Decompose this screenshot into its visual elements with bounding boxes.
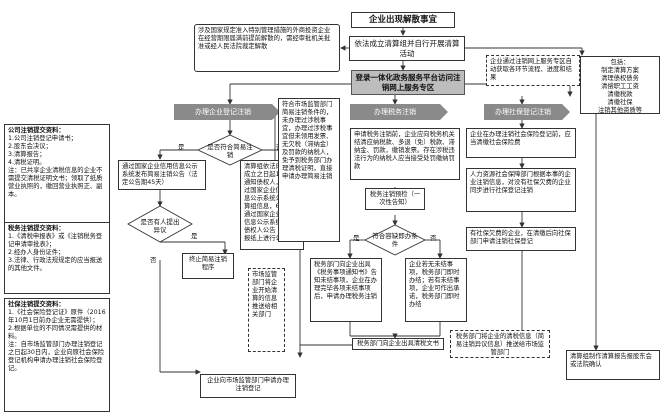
market-material-item: 注：已共享企业清税信息的企业不需提交清税证明文书；领取了纸质营业执照的，缴回营业… (8, 167, 103, 199)
includes-list: 制定清算方案清理债权债务清偿职工工资清缴税款清缴社保注销其他资质等 (584, 67, 656, 115)
apply-deregister-box: 企业向市场监管部门申请办理注销登记 (200, 374, 296, 398)
final-report-box: 清算组制作清算报告报股东会或法院确认 (566, 350, 660, 380)
tax-diamond-label: 符合容缺即办条件 (372, 232, 418, 249)
special-note-box: 涉及国家规定准入特别管理措施的外商投资企业在经营期限届满前提前解散的，需经审批机… (194, 24, 340, 72)
market-push-box: 市场监管部门将企业开始清算的信息推送给相关部门 (248, 268, 285, 352)
tax-material-item: 3.法律、行政法规规定的应当报送的其他文件。 (8, 257, 103, 273)
lane-market: 办理企业登记注销 (174, 104, 280, 120)
tax-apply-box: 申请税务注销前，企业应向税务机关结清应纳税款、多退（免）税款、滞纳金、罚款，缴销… (350, 128, 460, 180)
simple-notice-box: 通过国家企业信用信息公示系统发布简易注销公告（法定公告期45天） (118, 160, 206, 190)
social-material-item: 注：自市场监管部门办理注销登记之日起30日内，企业向原社会保险登记机构申请办理注… (8, 341, 105, 373)
market-material-item: 1.公司注销登记申请书； (8, 135, 77, 143)
diamond-objection-label: 是否有人提出异议 (140, 218, 180, 235)
diamond-simple-label: 是否符合简易注销 (207, 143, 253, 160)
tax-material-item: 2.经办人身份证件； (8, 249, 65, 257)
includes-item: 清缴社保 (607, 99, 633, 107)
lane-tax: 办理税务注销 (350, 104, 448, 120)
includes-item: 清理债权债务 (601, 75, 639, 83)
tax-materials-box: 税务注销提交资料： 1.《清税申报表》或《注销税务登记申请审批表》；2.经办人身… (4, 222, 110, 294)
label-yes-2: 是 (191, 232, 198, 240)
tax-share-box: 税务部门将企业的清税信息（简易注销异议信息）推送给市场监管部门 (450, 330, 550, 358)
label-tax-no: 否 (430, 234, 437, 242)
includes-item: 清偿职工工资 (601, 83, 639, 91)
includes-item: 注销其他资质等 (597, 107, 643, 115)
tax-left-box: 税务部门向企业出具《税务事项通知书》告知未结事项，企业在办理完毕各项未结事项后，… (310, 258, 382, 322)
label-yes-1: 是 (178, 143, 185, 151)
social-second-box: 人力资源社会保障部门根据本事的企业注销信息，对没有社保欠费的企业同步进行社保登记… (466, 168, 576, 212)
tax-precheck-box: 税务注销预检（一次性告知） (365, 188, 425, 210)
terminate-simple-box: 终止简易注销程序 (182, 253, 234, 279)
market-material-item: 3.清算报告； (8, 151, 46, 159)
auto-push-box: 企业通过注销网上服务专区自动获取各环节流程、进度和结果 (486, 55, 580, 86)
platform-node: 登录一体化政务服务平台访问注销网上服务专区 (351, 70, 465, 95)
decision-diamond-simple (196, 134, 264, 166)
market-materials-list: 1.公司注销登记申请书；2.股东会决议；3.清算报告；4.清税证明。注：已共享企… (8, 135, 106, 199)
market-material-item: 4.清税证明。 (8, 159, 46, 167)
tax-materials-list: 1.《清税申报表》或《注销税务登记申请审批表》；2.经办人身份证件；3.法律、行… (8, 233, 106, 273)
tax-material-item: 1.《清税申报表》或《注销税务登记申请审批表》； (8, 233, 103, 249)
tax-clear-doc-box: 税务部门向企业出具清税文书 (352, 338, 444, 350)
decision-diamond-tax (363, 224, 427, 256)
social-material-item: 1.《社会保险登记证》原件（2016年10月1日前办企业无需提供）； (8, 309, 106, 325)
social-materials-list: 1.《社会保险登记证》原件（2016年10月1日前办企业无需提供）；2.根据单位… (8, 309, 106, 373)
social-materials-box: 社保注销提交资料： 1.《社会保险登记证》原件（2016年10月1日前办企业无需… (4, 298, 110, 412)
tax-exempt-note-box: 符合市场监管部门简易注销条件的，未办理过涉税事宜，办理过涉税事宜但未领用发票、无… (278, 98, 340, 242)
start-node: 企业出现解散事宜 (351, 12, 455, 28)
liquidation-node: 依法成立清算组并自行开展清算活动 (349, 36, 465, 61)
social-third-box: 有社保欠费的企业，在清缴后向社保部门申请注销社保登记 (466, 227, 576, 251)
label-no-2: 否 (150, 256, 157, 264)
social-material-item: 2.根据单位的不同情况需提供的材料。 (8, 325, 103, 341)
lane-social: 办理社保登记注销 (484, 104, 570, 120)
tax-right-box: 企业若无未结事项，税务部门即时办结；若有未结事项，企业可作出承诺，税务部门即时办… (405, 258, 467, 322)
includes-box: 包括： 制定清算方案清理债权债务清偿职工工资清缴税款清缴社保注销其他资质等 (580, 56, 660, 114)
decision-diamond-objection (127, 205, 193, 243)
includes-item: 清缴税款 (607, 91, 633, 99)
social-first-box: 企业在办理注销社会保险登记前，应当清缴社会保险费 (466, 128, 576, 158)
includes-item: 制定清算方案 (601, 67, 639, 75)
label-tax-yes: 是 (353, 234, 360, 242)
market-material-item: 2.股东会决议； (8, 143, 52, 151)
